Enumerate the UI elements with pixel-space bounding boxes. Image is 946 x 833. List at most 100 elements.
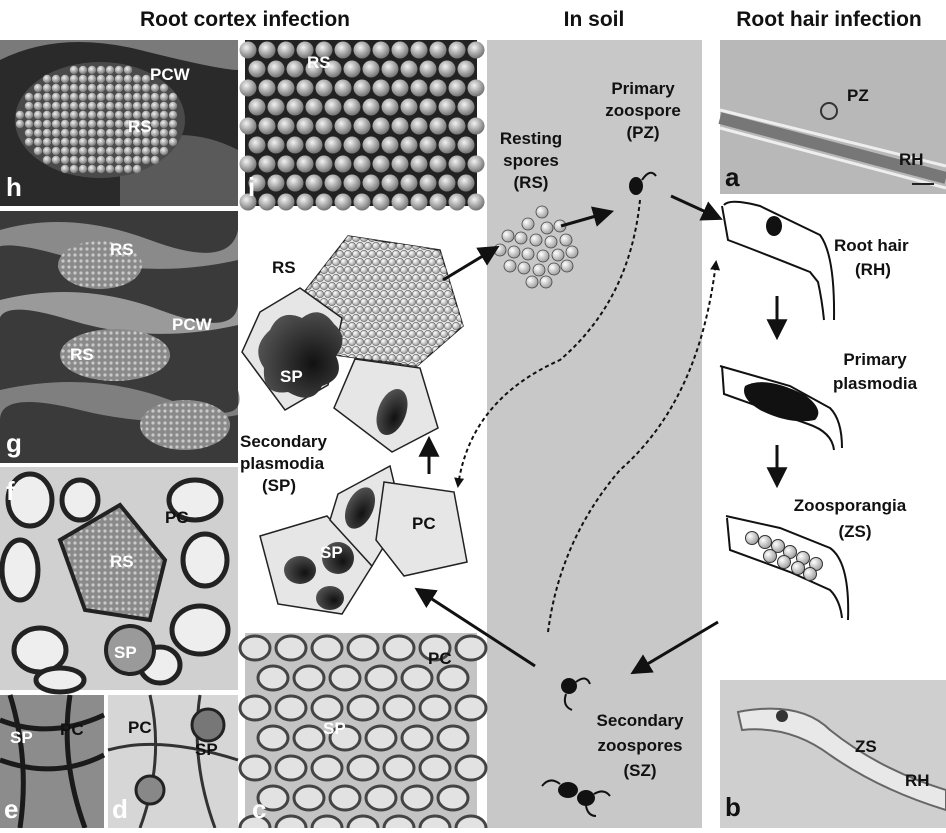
spore-dot [408,266,416,274]
spore-dot [78,65,88,75]
spore-dot [141,119,151,129]
spore-dot [428,290,436,298]
spore-dot [404,258,412,266]
spore-dot [87,65,97,75]
spore-dot [159,101,169,111]
panel-g-letter: g [6,428,22,458]
spore-dot [305,98,323,116]
spore-dot [412,322,420,330]
spore-dot [87,110,97,120]
spore-dot [87,128,97,138]
spore-dot [51,101,61,111]
cell-outline [274,634,308,662]
spore-dot [42,101,52,111]
spore-dot [448,314,456,322]
cell-outline [364,664,398,692]
panel-f: PC RS SP f [0,467,238,695]
spore-dot [400,250,408,258]
spore-dot [400,266,408,274]
spore-dot [15,119,25,129]
spore-dot [444,354,452,362]
cell-outline [5,471,55,529]
spore-dot [33,110,43,120]
spore-dot [521,247,535,261]
spore-dot [159,92,169,102]
spore-dot [376,266,384,274]
spore-dot [392,314,400,322]
cell-outline [454,754,488,782]
spore-dot [372,306,380,314]
spore-dot [380,306,388,314]
spore-dot [457,98,475,116]
spore-dot [448,362,456,366]
spore-dot [305,274,308,282]
spore-dot [352,346,360,354]
spore-dot [408,298,416,306]
spore-dot [396,354,404,362]
spore-dot [384,250,392,258]
spore-dot [452,258,460,266]
spore-dot [388,322,396,330]
spore-dot [456,346,463,354]
spore-dot [24,128,34,138]
spore-dot [96,65,106,75]
spore-dot [96,164,106,174]
cell-outline [400,724,434,752]
spore-dot [24,92,34,102]
spore-dot [328,298,336,306]
spore-dot [42,83,52,93]
cell-outline [274,754,308,782]
spore-dot [360,298,368,306]
stage-root-hair-line2: (RH) [855,260,891,279]
spore-dot [408,330,416,338]
spore-dot [344,266,352,274]
spore-dot [457,60,475,78]
cell-outline [0,537,41,603]
spore-dot [305,174,323,192]
spore-dot [410,193,428,211]
spore-dot [380,322,388,330]
spore-dot [428,258,436,266]
spore-dot [42,155,52,165]
spore-dot [168,92,178,102]
spore-dot [277,79,295,97]
stage-secondary-plasmodia-line3: (SP) [262,476,296,495]
spore-dot [267,98,285,116]
spore-dot [315,117,333,135]
spore-dot [69,101,79,111]
spore-dot [87,101,97,111]
spore-dot [420,242,428,250]
spore-dot [258,193,276,211]
spore-dot [286,174,304,192]
spore-dot [239,41,257,59]
spore-dot [114,101,124,111]
spore-dot [400,174,418,192]
spore-dot [332,290,340,298]
spore-dot [424,266,432,274]
spore-dot [400,314,408,322]
spore-dot [501,229,515,243]
spore-dot [384,236,392,242]
spore-dot [396,258,404,266]
spore-dot [60,119,70,129]
cell-outline [418,754,452,782]
spore-dot [334,155,352,173]
spore-dot [334,79,352,97]
spore-dot [141,74,151,84]
spore-dot [69,65,79,75]
spore-dot [758,535,772,549]
spore-dot [388,274,396,282]
spore-dot [384,298,392,306]
arrow-rs-to-soil [442,245,500,282]
spore-dot [132,146,142,156]
spore-dot [456,298,463,306]
spore-dot [150,110,160,120]
spore-dot [69,74,79,84]
spore-dot [69,137,79,147]
spore-dot [391,117,409,135]
spore-dot [69,110,79,120]
panel-c: PC SP c [238,633,488,833]
stage-secondary-plasmodia-line1: Secondary [240,432,327,451]
spore-dot [258,117,276,135]
spore-dot [372,193,390,211]
